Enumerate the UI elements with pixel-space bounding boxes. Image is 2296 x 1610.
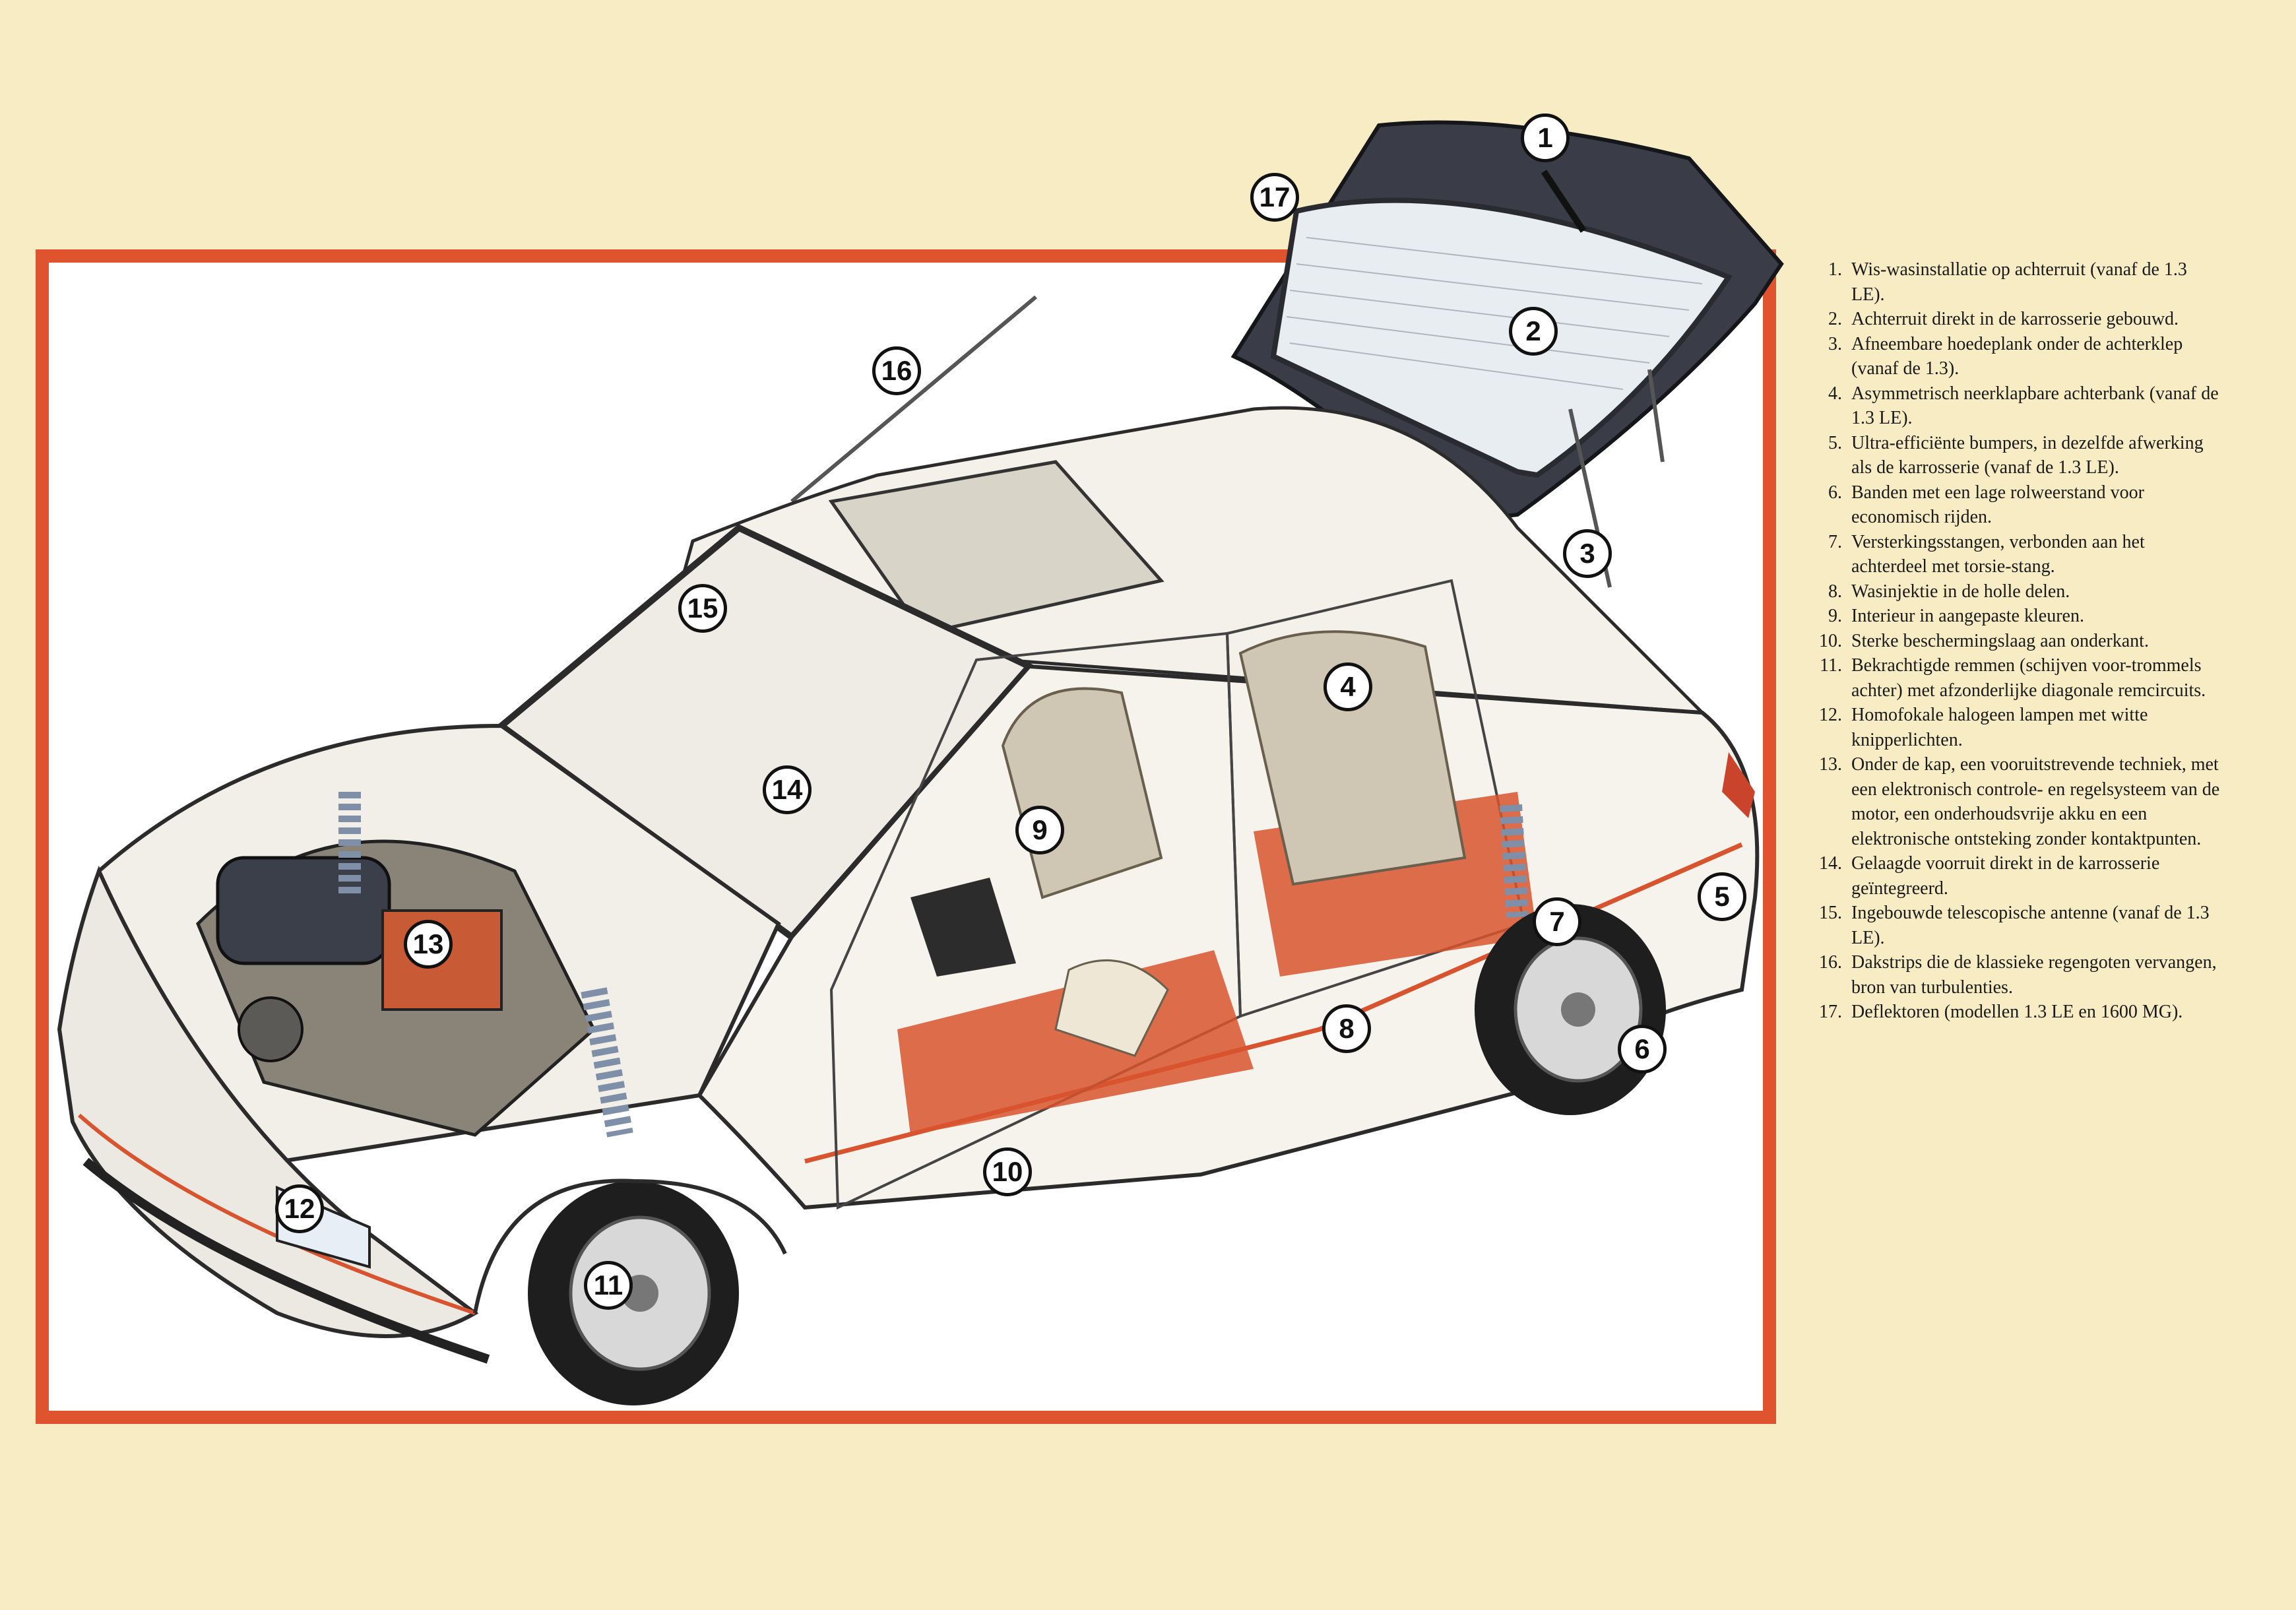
legend-number: 11. (1820, 655, 1842, 676)
callout-13: 13 (404, 920, 453, 969)
legend-text: Gelaagde voorruit direkt in de karrosser… (1851, 853, 2160, 899)
legend-text: Ultra-efficiënte bumpers, in dezelfde af… (1851, 432, 2204, 478)
legend-number: 17. (1819, 1002, 1842, 1022)
legend-number: 10. (1819, 630, 1842, 651)
legend-item: 16. Dakstrips die de klassieke regengoten… (1801, 950, 2223, 1000)
legend-text: Wasinjektie in de holle delen. (1851, 581, 2070, 602)
legend-text: Dakstrips die de klassieke regengoten ve… (1851, 952, 2217, 998)
side-mirror (910, 878, 1016, 977)
legend-item: 8. Wasinjektie in de holle delen. (1801, 579, 2223, 604)
legend-text: Asymmetrisch neerklapbare achterbank (va… (1851, 383, 2219, 429)
callout-17: 17 (1250, 173, 1299, 222)
legend-item: 12. Homofokale halogeen lampen met witte … (1801, 703, 2223, 752)
callout-7: 7 (1533, 897, 1581, 946)
callout-4: 4 (1323, 662, 1372, 711)
callout-6: 6 (1618, 1025, 1667, 1074)
callout-12: 12 (275, 1184, 324, 1233)
legend-item: 14. Gelaagde voorruit direkt in de karros… (1801, 851, 2223, 901)
callout-11: 11 (584, 1261, 633, 1310)
legend-item: 10. Sterke beschermingslaag aan onderkant… (1801, 629, 2223, 654)
callout-2: 2 (1509, 307, 1558, 356)
callout-8: 8 (1322, 1004, 1371, 1053)
legend-item: 2. Achterruit direkt in de karrosserie ge… (1801, 307, 2223, 332)
callout-16: 16 (872, 346, 921, 395)
legend-item: 9. Interieur in aangepaste kleuren. (1801, 604, 2223, 629)
callout-15: 15 (678, 584, 727, 633)
legend-item: 5. Ultra-efficiënte bumpers, in dezelfde … (1801, 431, 2223, 480)
legend-number: 14. (1819, 853, 1842, 874)
legend-text: Ingebouwde telescopische antenne (vanaf … (1851, 903, 2210, 948)
front-spring (581, 987, 633, 1138)
legend-item: 13. Onder de kap, een vooruitstrevende te… (1801, 752, 2223, 851)
legend-number: 7. (1828, 531, 1842, 552)
legend-item: 3. Afneembare hoedeplank onder de achterk… (1801, 332, 2223, 381)
legend-number: 5. (1828, 432, 1842, 453)
legend-list: 1. Wis-wasinstallatie op achterruit (vana… (1801, 257, 2223, 1025)
rear-door (1225, 579, 1526, 1018)
rear-seat (1238, 630, 1467, 886)
legend-text: Onder de kap, een vooruitstrevende techn… (1851, 754, 2220, 849)
legend-text: Interieur in aangepaste kleuren. (1851, 606, 2084, 626)
legend-number: 16. (1819, 952, 1842, 973)
interior (897, 630, 1537, 1135)
legend-text: Wis-wasinstallatie op achterruit (vanaf … (1851, 259, 2187, 305)
legend-number: 13. (1819, 754, 1842, 775)
legend-number: 8. (1828, 581, 1842, 602)
legend-text: Sterke beschermingslaag aan onderkant. (1851, 630, 2149, 651)
callout-9: 9 (1015, 806, 1064, 854)
legend-number: 6. (1828, 482, 1842, 503)
legend-number: 12. (1819, 705, 1842, 725)
legend-item: 17. Deflektoren (modellen 1.3 LE en 1600 … (1801, 1000, 2223, 1025)
callout-5: 5 (1698, 872, 1746, 921)
callout-14: 14 (763, 765, 812, 814)
legend-number: 9. (1828, 606, 1842, 626)
legend-text: Achterruit direkt in de karrosserie gebo… (1851, 309, 2179, 329)
legend-text: Banden met een lage rolweerstand voor ec… (1851, 482, 2144, 528)
front-wheel (528, 1181, 739, 1405)
sunroof (828, 460, 1164, 635)
legend-number: 1. (1828, 259, 1842, 280)
legend-item: 15. Ingebouwde telescopische antenne (van… (1801, 901, 2223, 950)
legend-item: 6. Banden met een lage rolweerstand voor … (1801, 480, 2223, 530)
legend-text: Deflektoren (modellen 1.3 LE en 1600 MG)… (1851, 1002, 2183, 1022)
engine-block (216, 856, 391, 965)
legend-number: 15. (1819, 903, 1842, 923)
legend-text: Versterkingsstangen, verbonden aan het a… (1851, 531, 2145, 577)
legend-number: 2. (1828, 309, 1842, 329)
antenna (790, 295, 1037, 503)
legend-item: 1. Wis-wasinstallatie op achterruit (vana… (1801, 257, 2223, 307)
callout-1: 1 (1521, 113, 1570, 162)
rear-wheel (1475, 904, 1666, 1115)
rear-window (1270, 197, 1733, 478)
legend-text: Homofokale halogeen lampen met witte kni… (1851, 705, 2148, 750)
callout-3: 3 (1563, 529, 1612, 578)
rear-wiper (1541, 170, 1587, 233)
legend-item: 7. Versterkingsstangen, verbonden aan het… (1801, 530, 2223, 579)
legend-number: 4. (1828, 383, 1842, 404)
legend-item: 11. Bekrachtigde remmen (schijven voor-tr… (1801, 653, 2223, 703)
callout-10: 10 (983, 1147, 1032, 1196)
legend-text: Bekrachtigde remmen (schijven voor-tromm… (1851, 655, 2206, 701)
legend-item: 4. Asymmetrisch neerklapbare achterbank (… (1801, 381, 2223, 431)
tail-light (1722, 752, 1755, 818)
legend-text: Afneembare hoedeplank onder de achterkle… (1851, 333, 2183, 379)
legend-number: 3. (1828, 333, 1842, 354)
